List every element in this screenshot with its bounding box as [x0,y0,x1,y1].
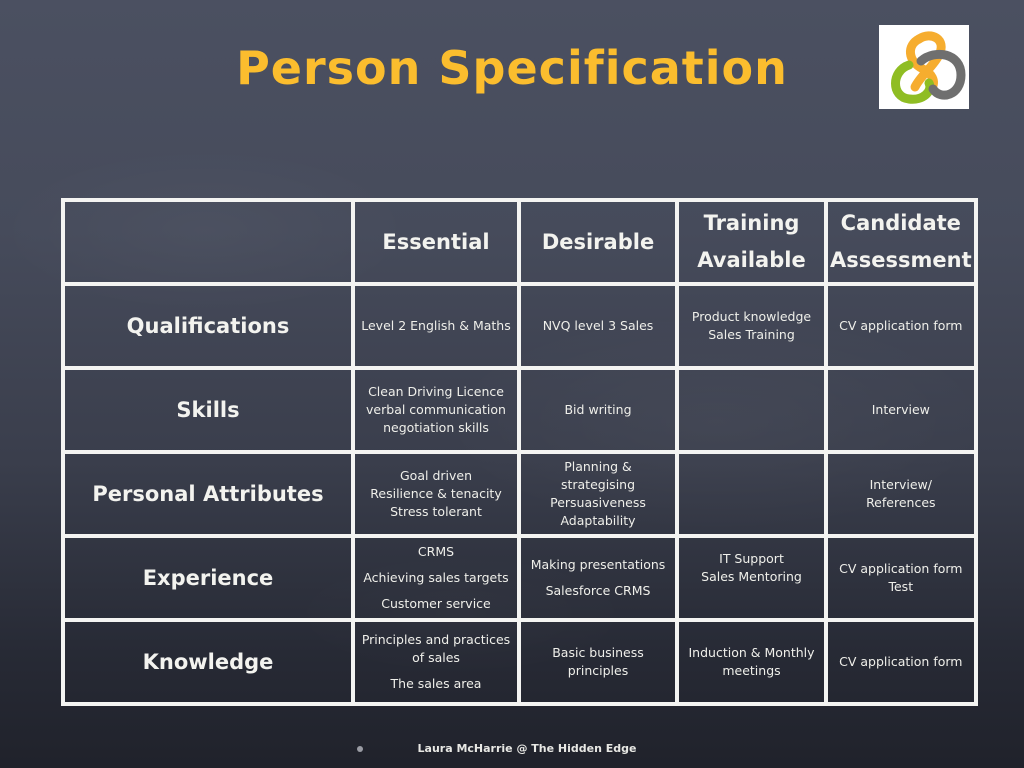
essential-cell: Level 2 English & Maths [351,282,521,370]
desirable-cell: Bid writing [517,366,679,454]
row-label: Experience [61,534,355,622]
training-cell [675,450,828,538]
training-cell: IT Support Sales Mentoring [675,534,828,622]
assessment-cell: Interview [824,366,978,454]
essential-cell: CRMS Achieving sales targets Customer se… [351,534,521,622]
row-label: Skills [61,366,355,454]
header-candidate-assessment: Candidate Assessment [824,198,978,286]
desirable-cell: Basic business principles [517,618,679,706]
assessment-cell: Interview/ References [824,450,978,538]
training-cell [675,366,828,454]
row-label: Qualifications [61,282,355,370]
header-cell-blank [61,198,355,286]
assessment-cell: CV application form Test [824,534,978,622]
assessment-cell: CV application form [824,618,978,706]
header-desirable: Desirable [517,198,679,286]
desirable-cell: Planning & strategising Persuasiveness A… [517,450,679,538]
header-essential: Essential [351,198,521,286]
table-row-experience: Experience CRMS Achieving sales targets … [61,534,978,622]
desirable-cell: NVQ level 3 Sales [517,282,679,370]
desirable-cell: Making presentations Salesforce CRMS [517,534,679,622]
table-header-row: Essential Desirable Training Available C… [61,198,978,286]
training-cell: Product knowledge Sales Training [675,282,828,370]
table-row-knowledge: Knowledge Principles and practices of sa… [61,618,978,706]
footer-bullet-icon [357,746,363,752]
page-title: Person Specification [236,41,788,95]
essential-cell: Clean Driving Licence verbal communicati… [351,366,521,454]
header-training-available: Training Available [675,198,828,286]
training-cell: Induction & Monthly meetings [675,618,828,706]
row-label: Personal Attributes [61,450,355,538]
interlocking-rings-logo-icon [879,25,969,109]
person-spec-table: Essential Desirable Training Available C… [61,198,978,706]
essential-cell: Principles and practices of sales The sa… [351,618,521,706]
assessment-cell: CV application form [824,282,978,370]
essential-cell: Goal driven Resilience & tenacity Stress… [351,450,521,538]
row-label: Knowledge [61,618,355,706]
table-row-qualifications: Qualifications Level 2 English & Maths N… [61,282,978,370]
footer-credit: Laura McHarrie @ The Hidden Edge [417,742,637,755]
table-row-skills: Skills Clean Driving Licence verbal comm… [61,366,978,454]
table-row-personal-attributes: Personal Attributes Goal driven Resilien… [61,450,978,538]
